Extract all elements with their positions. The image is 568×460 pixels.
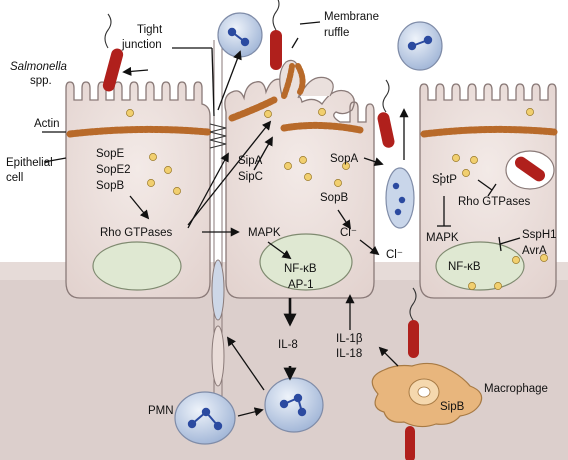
left-nucleus	[92, 241, 182, 291]
label-ruffle: ruffle	[324, 27, 349, 39]
salmonella-label-pointer	[122, 66, 149, 76]
label-ssph1: SspH1	[522, 229, 557, 241]
neutrophil-top-2	[397, 21, 443, 71]
label-rho-gtpases-left: Rho GTPases	[100, 227, 172, 239]
label-cl-right: Cl⁻	[386, 249, 403, 261]
label-salmonella-spp: spp.	[30, 75, 52, 87]
label-avra: AvrA	[522, 245, 547, 257]
label-sipc: SipC	[238, 171, 263, 183]
label-mapk-right: MAPK	[426, 232, 459, 244]
left-epithelial-cell	[65, 81, 212, 299]
label-membrane: Membrane	[324, 11, 379, 23]
transcytosis-vesicle	[385, 167, 415, 229]
label-nfkb-mid: NF-κB	[284, 263, 317, 275]
label-sopa: SopA	[330, 153, 358, 165]
tight-junction	[209, 40, 227, 420]
macrophage	[371, 362, 483, 428]
label-sopb-mid: SopB	[320, 192, 348, 204]
label-sope: SopE	[96, 148, 124, 160]
label-sipa: SipA	[238, 155, 263, 167]
label-sipb: SipB	[440, 401, 465, 413]
diagram-labels: Salmonella spp. Tight junction Membrane …	[6, 11, 557, 417]
label-tight: Tight	[137, 24, 163, 36]
neutrophil-top-1	[217, 12, 263, 58]
label-actin: Actin	[34, 118, 60, 130]
label-epithelial-cell: cell	[6, 172, 23, 184]
middle-epithelial-cell	[224, 59, 375, 299]
label-il1b: IL-1β	[336, 333, 363, 345]
label-cl-mid: Cl⁻	[340, 227, 357, 239]
label-il18: IL-18	[336, 348, 362, 360]
label-sopb-left: SopB	[96, 180, 124, 192]
neutrophil-bottom-left	[174, 391, 236, 445]
label-sope2: SopE2	[96, 164, 131, 176]
label-pmn: PMN	[148, 405, 174, 417]
label-il8: IL-8	[278, 339, 298, 351]
label-salmonella: Salmonella	[10, 61, 67, 73]
label-mapk-mid: MAPK	[248, 227, 281, 239]
label-junction: junction	[121, 39, 162, 51]
neutrophil-bottom-center	[264, 377, 324, 433]
label-ap1: AP-1	[288, 279, 314, 291]
middle-nucleus	[259, 233, 353, 291]
label-epithelial: Epithelial	[6, 157, 53, 169]
label-sptp: SptP	[432, 174, 457, 186]
label-rho-gtpases-right: Rho GTPases	[458, 196, 530, 208]
pathway-arrows	[42, 21, 442, 417]
left-actin-band	[66, 125, 212, 138]
salmonella-bacteria	[102, 0, 415, 460]
right-epithelial-cell	[419, 83, 558, 299]
label-macrophage: Macrophage	[484, 383, 548, 395]
macrophage-bacterium	[408, 320, 419, 358]
inhibition-lines	[437, 179, 521, 252]
label-nfkb-right: NF-κB	[448, 261, 481, 273]
right-nucleus	[435, 241, 525, 291]
